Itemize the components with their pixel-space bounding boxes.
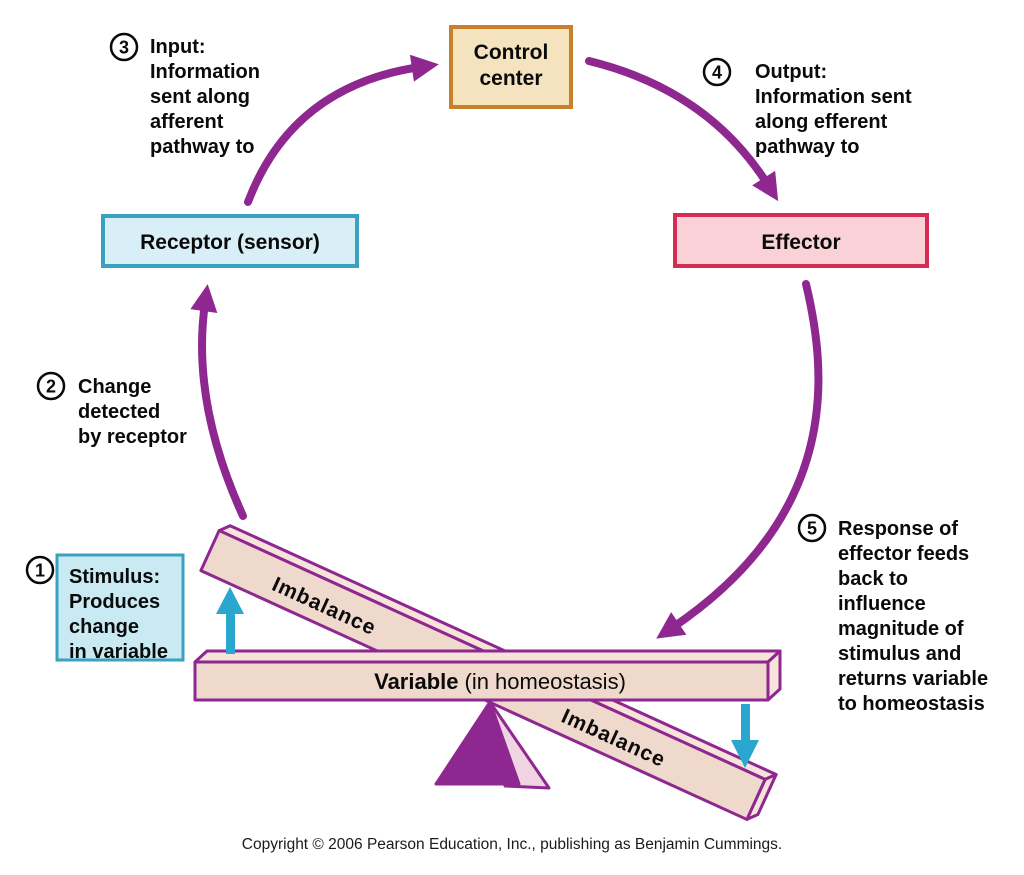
step-5-group: 5 Response of effector feeds back to inf… [797,513,988,715]
receptor-label: Receptor (sensor) [140,231,320,254]
receptor-box: Receptor (sensor) [101,214,359,268]
step-3-label-line: afferent [150,111,224,133]
effector-label: Effector [761,231,840,254]
step-5-label-line: effector feeds [838,543,969,565]
step-1-number: 1 [35,561,45,581]
receptor-to-control-arrow [244,54,439,206]
variable-beam-front-face [193,660,770,702]
step-2-group: 2 Change detected by receptor [36,371,187,448]
step-5-badge [797,513,827,543]
step-5-label-line: influence [838,593,926,615]
step-3-badge [109,32,139,62]
copyright-text: Copyright © 2006 Pearson Education, Inc.… [242,836,782,853]
effector-to-variable-arrow [656,280,823,639]
control-center-box: Control center [449,25,573,109]
control-center-label-line2: center [479,67,542,90]
step-5-label-line: back to [838,568,908,590]
variable-label-bold: Variable [374,669,458,694]
step-5-label-line: to homeostasis [838,693,985,715]
step-2-label-line: detected [78,401,160,423]
step-1-label-line: Stimulus: [69,566,160,588]
step-4-number: 4 [712,63,722,83]
step-3-group: 3 Input: Information sent along afferent… [109,32,260,158]
step-4-label-line: along efferent [755,111,888,133]
stimulus-up-arrow-icon [216,587,244,654]
step-4-label-line: pathway to [755,136,859,158]
step-1-label-line: in variable [69,641,168,663]
step-2-number: 2 [46,377,56,397]
step-3-label-line: Input: [150,36,206,58]
step-5-label-line: Response of [838,518,958,540]
step-2-label-line: by receptor [78,426,187,448]
fulcrum-triangle [434,700,521,786]
step-3-number: 3 [119,38,129,58]
variable-to-receptor-arrow [190,284,247,520]
up-arrow-head [216,587,244,614]
variable-beam-top-face [193,649,782,664]
step-1-badge [25,555,55,585]
variable-label-rest: (in homeostasis) [465,669,626,694]
effector-rect [673,213,929,268]
step-3-label-line: Information [150,61,260,83]
step-5-label-line: magnitude of [838,618,964,640]
step-5-number: 5 [807,519,817,539]
control-center-rect [449,25,573,109]
control-to-effector-arrow [585,57,779,202]
stimulus-box [55,553,185,662]
down-arrow-head [731,740,759,768]
step-2-label-line: Change [78,376,151,398]
step-3-label-line: sent along [150,86,250,108]
step-4-group: 4 Output: Information sent along efferen… [702,57,912,158]
step-1-group: 1 Stimulus: Produces change in variable [25,553,185,663]
step-5-label-line: returns variable [838,668,988,690]
variable-label: Variable (in homeostasis) [374,669,626,694]
variable-beam-end-cap [766,649,782,702]
down-arrow-shaft [741,704,750,742]
variable-beam: Variable (in homeostasis) [193,649,782,702]
step-5-label-line: stimulus and [838,643,961,665]
step-1-label-line: change [69,616,139,638]
response-down-arrow-icon [731,704,759,768]
step-1-label-line: Produces [69,591,160,613]
step-4-label-line: Output: [755,61,827,83]
control-center-label-line1: Control [474,41,549,64]
effector-box: Effector [673,213,929,268]
up-arrow-shaft [226,612,235,654]
step-2-badge [36,371,66,401]
step-3-label-line: pathway to [150,136,254,158]
step-4-badge [702,57,732,87]
receptor-rect [101,214,359,268]
step-4-label-line: Information sent [755,86,912,108]
